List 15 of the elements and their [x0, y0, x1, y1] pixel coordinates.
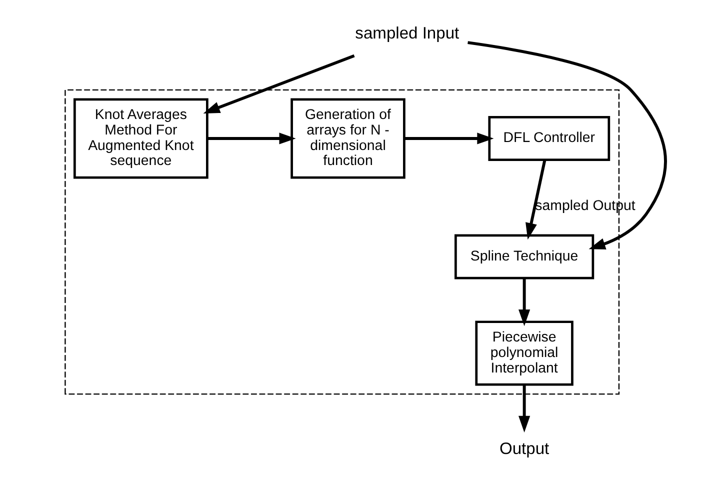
- arrow: [518, 278, 530, 326]
- arrow: [518, 384, 530, 433]
- arrow: [525, 160, 546, 240]
- arrow: [202, 54, 354, 114]
- node-text: Output: [498, 439, 549, 458]
- node-box: Knot Averages Method For Augmented Knot sequence: [72, 98, 208, 179]
- arrow: [404, 132, 494, 144]
- node-box: DFL Controller: [488, 116, 610, 161]
- arrow: [206, 132, 296, 144]
- node-text: sampled Input: [354, 24, 459, 43]
- edge-label: sampled Output: [534, 198, 635, 214]
- node-box: Piecewise polynomial Interpolant: [474, 320, 573, 386]
- node-box: Generation of arrays for N - dimensional function: [290, 98, 405, 179]
- node-box: Spline Technique: [454, 234, 594, 280]
- arrow: [467, 41, 667, 250]
